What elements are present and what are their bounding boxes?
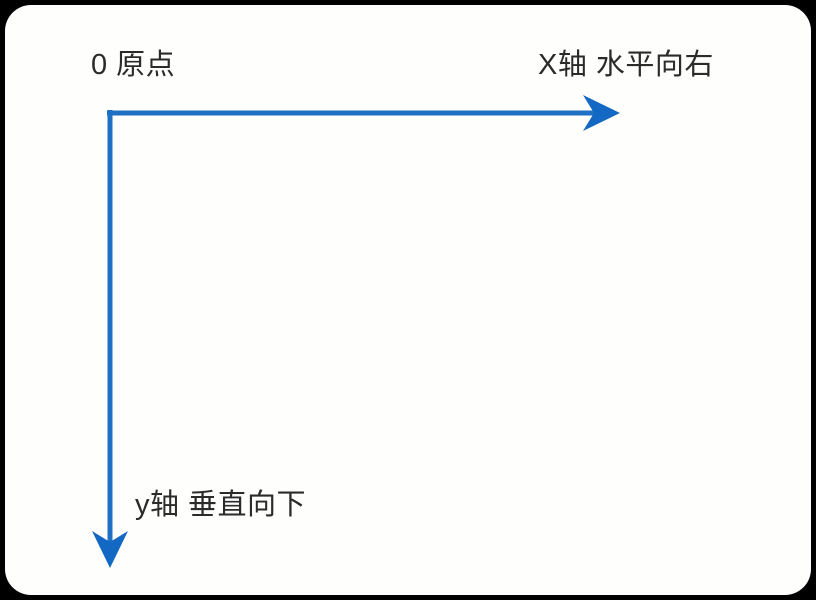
y-axis-label: y轴 垂直向下: [135, 489, 307, 521]
axes-drawing: [92, 95, 620, 568]
origin-label: 0 原点: [91, 49, 176, 81]
y-axis-arrowhead-icon: [92, 531, 128, 568]
x-axis-label: X轴 水平向右: [538, 49, 714, 81]
x-axis-arrowhead-icon: [583, 95, 620, 131]
diagram-canvas: 0 原点 X轴 水平向右 y轴 垂直向下: [5, 5, 811, 595]
